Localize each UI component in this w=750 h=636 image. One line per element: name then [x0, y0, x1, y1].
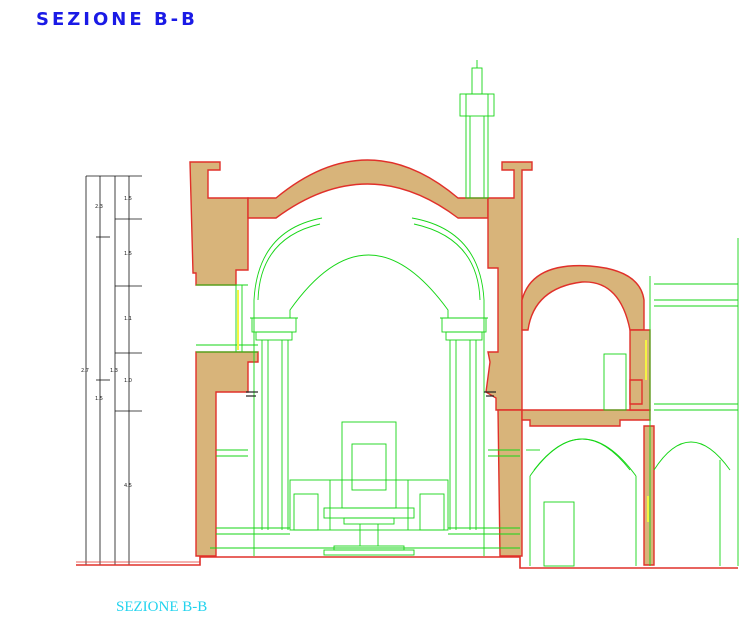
dim-label: 1.0	[124, 378, 132, 384]
cornice-details	[246, 391, 496, 397]
dim-label: 1.5	[124, 251, 132, 257]
dim-label: 4.5	[124, 483, 132, 489]
dim-label: 2.3	[95, 204, 103, 210]
drawing-caption: SEZIONE B-B	[116, 599, 208, 615]
projection-lines	[196, 60, 739, 567]
window-highlights	[237, 290, 649, 522]
dim-label: 1.5	[124, 196, 132, 202]
masonry-section	[189, 159, 655, 566]
drawing-title: SEZIONE B-B	[36, 9, 198, 30]
dimension-labels: 2.3 1.5 1.5 1.1 2.7 1.3 1.5 1.0 4.5	[81, 196, 132, 489]
dim-label: 1.1	[124, 316, 132, 322]
ground-line	[76, 556, 738, 569]
dim-label: 1.3	[110, 368, 118, 374]
dim-label: 2.7	[81, 368, 89, 374]
dim-label: 1.5	[95, 396, 103, 402]
